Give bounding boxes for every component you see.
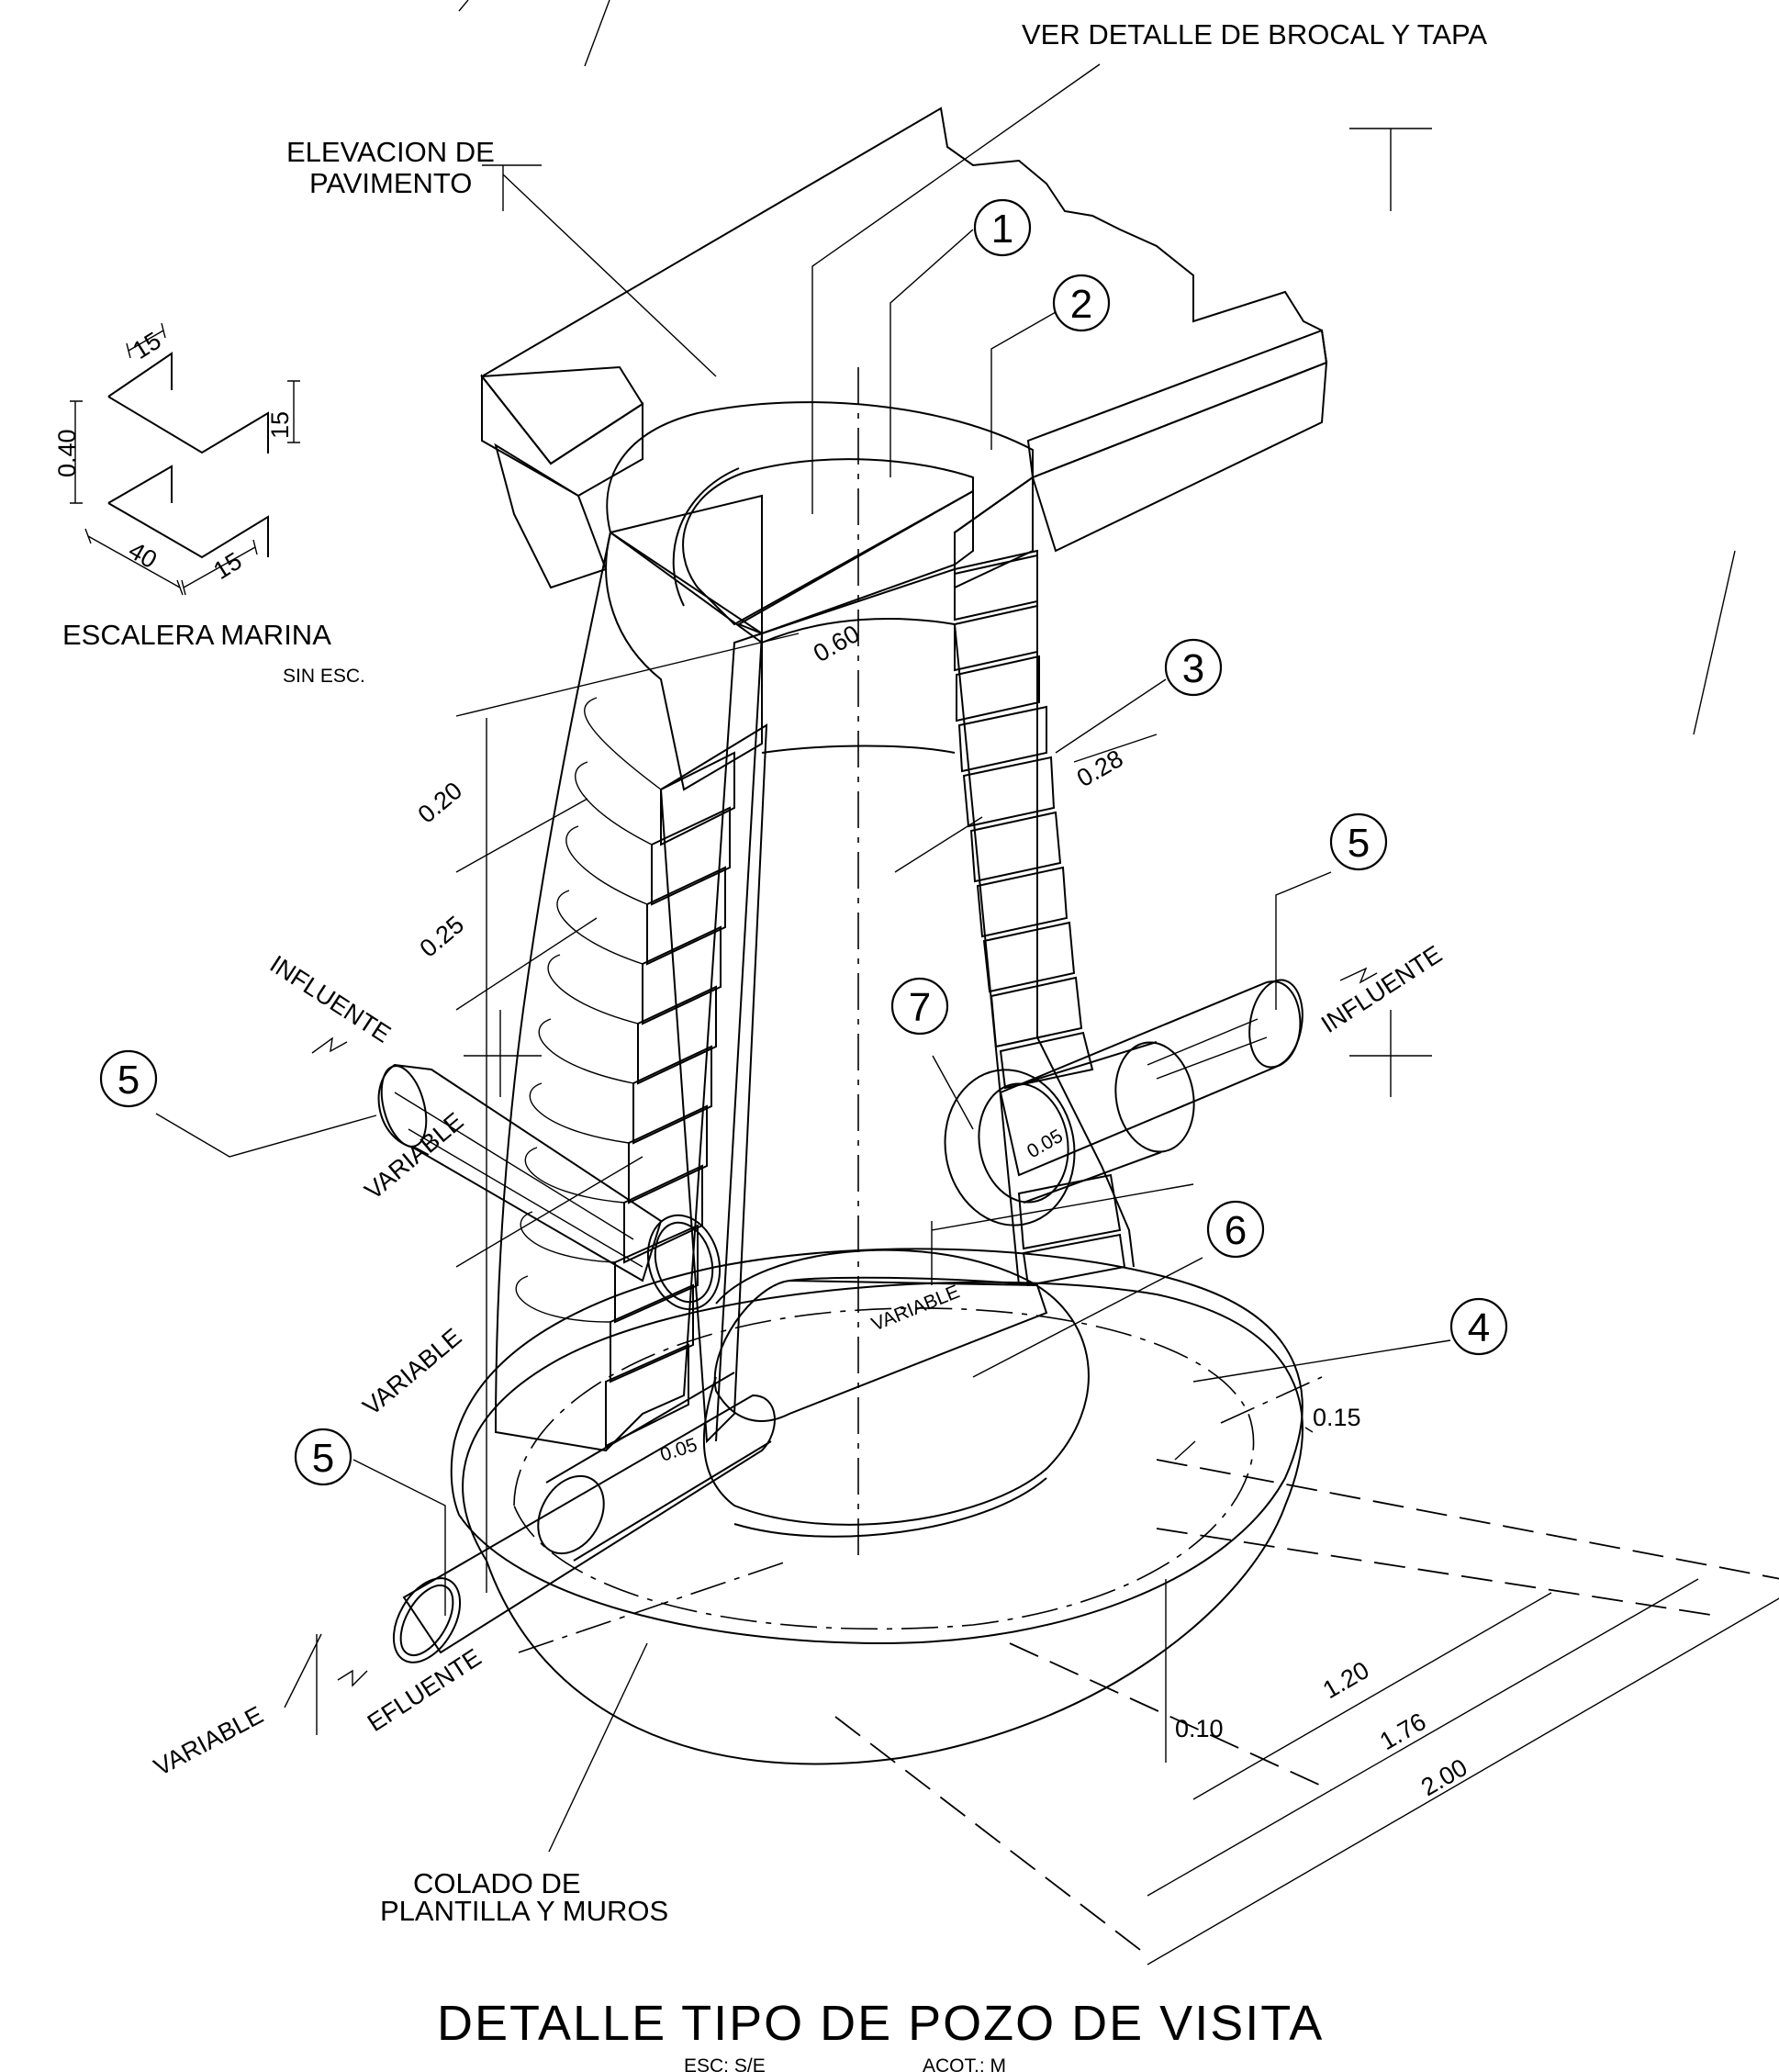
dim-0-05-bottom: 0.05 <box>657 1434 699 1466</box>
escalera-dim-height: 0.40 <box>53 429 81 477</box>
brocal-ring <box>605 401 1034 791</box>
manhole-cone <box>494 367 1135 1561</box>
dim-2-00: 2.00 <box>1416 1753 1472 1801</box>
callout-1: 1 <box>973 198 1032 257</box>
variable-label-2: VARIABLE <box>358 1323 467 1421</box>
right-brick-courses <box>954 554 1126 1287</box>
callout-5-bottom: 5 <box>294 1428 352 1486</box>
escalera-dim-width: 40 <box>124 536 162 574</box>
base-slab <box>450 1248 1323 1765</box>
dim-0-15: 0.15 <box>1313 1404 1361 1431</box>
pavement-slab <box>480 106 1328 589</box>
ver-detalle-brocal-label: VER DETALLE DE BROCAL Y TAPA <box>1022 18 1487 50</box>
callout-7-label: 7 <box>909 985 931 1030</box>
elevacion-label-line2: PAVIMENTO <box>309 167 472 199</box>
dim-1-20: 1.20 <box>1318 1656 1374 1704</box>
dim-0-20: 0.20 <box>413 777 468 829</box>
callout-6: 6 <box>1206 1200 1265 1259</box>
callout-1-label: 1 <box>991 207 1013 252</box>
influente-right-label: INFLUENTE <box>1316 940 1447 1038</box>
callout-3-label: 3 <box>1182 646 1204 691</box>
escalera-marina-label: ESCALERA MARINA <box>62 619 331 651</box>
callout-5-left: 5 <box>99 1049 158 1108</box>
drawing-title: DETALLE TIPO DE POZO DE VISITA <box>437 1996 1324 2051</box>
left-brick-arcs <box>515 697 662 1323</box>
colado-label-line2: PLANTILLA Y MUROS <box>380 1895 668 1927</box>
variable-label-1: VARIABLE <box>360 1107 469 1205</box>
callout-2: 2 <box>1052 274 1111 332</box>
pipe-left-influente <box>377 1063 722 1311</box>
units-note: ACOT.: M <box>923 2055 1006 2072</box>
leader-lines <box>155 0 1779 1966</box>
scale-note: ESC: S/E <box>684 2055 766 2072</box>
callout-6-label: 6 <box>1225 1208 1247 1253</box>
dim-0-60: 0.60 <box>809 620 865 667</box>
callout-7: 7 <box>890 977 949 1036</box>
callout-5-left-label: 5 <box>117 1058 140 1103</box>
callout-4: 4 <box>1449 1297 1508 1356</box>
colado-label-line1: COLADO DE <box>413 1867 581 1899</box>
left-brick-courses <box>605 751 735 1448</box>
callout-3: 3 <box>1164 638 1223 697</box>
callout-2-label: 2 <box>1070 282 1092 327</box>
dim-0-25: 0.25 <box>415 911 470 963</box>
sin-escala-label: SIN ESC. <box>283 666 365 687</box>
dim-0-10: 0.10 <box>1175 1715 1224 1742</box>
callout-5-right: 5 <box>1329 812 1388 871</box>
callout-4-label: 4 <box>1468 1305 1490 1350</box>
escalera-marina-detail: 15 15 0.40 40 15 ESCALERA MARINA SIN ESC… <box>53 322 365 687</box>
escalera-dim-bottom: 15 <box>208 547 246 585</box>
callout-5-right-label: 5 <box>1348 821 1370 866</box>
escalera-dim-right: 15 <box>266 411 294 439</box>
influente-left-label: INFLUENTE <box>265 950 396 1048</box>
variable-label-3: VARIABLE <box>150 1701 268 1782</box>
efluente-label: EFLUENTE <box>363 1643 487 1737</box>
dim-0-28: 0.28 <box>1072 745 1128 792</box>
callout-5-bottom-label: 5 <box>312 1436 334 1481</box>
elevacion-label-line1: ELEVACION DE <box>286 136 495 168</box>
pipe-efluente <box>392 1276 1048 1663</box>
pipe-right-influente <box>944 979 1303 1226</box>
